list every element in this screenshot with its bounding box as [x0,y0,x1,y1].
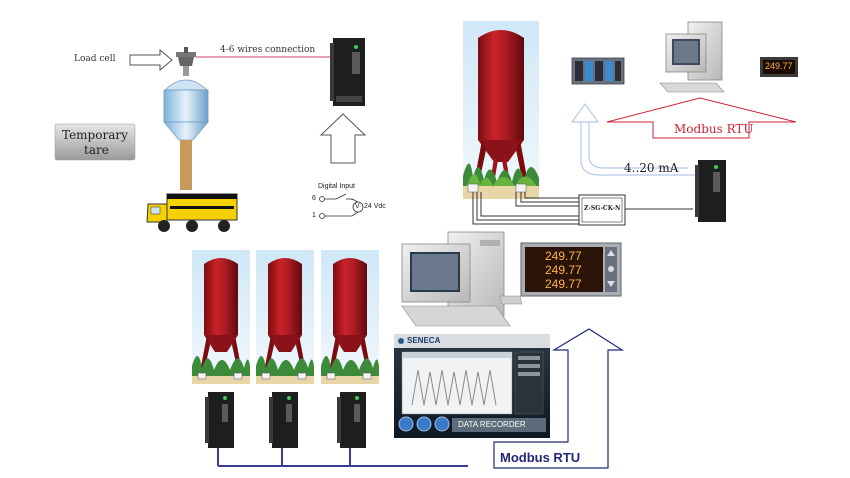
modbus-bus-line [217,448,468,467]
converter-label: Z-SG-CK-N [584,205,621,212]
din-transmitter-top [330,38,365,106]
din-transmitter-3 [337,392,366,448]
ma-signal-arrow [570,102,695,176]
digital-input-label: Digital Input [318,183,355,190]
pin-bottom-label: 1 [312,212,316,219]
ma-label: 4..20 mA [624,161,679,175]
v-symbol-label: V [355,203,360,210]
modbus-bottom-arrow [493,328,625,469]
converter-box [578,194,626,226]
hopper [163,66,209,190]
silo-2 [256,250,314,384]
software-screenshot [394,334,550,438]
plc-rack [571,57,625,85]
wires-label: 4-6 wires connection [220,45,316,55]
software-brand: SENECA [407,336,441,345]
din-transmitter-1 [205,392,234,448]
pc-main [401,231,523,327]
din-transmitter-2 [269,392,298,448]
software-footer: DATA RECORDER [458,420,526,429]
digital-input-arrow [319,113,367,164]
small-display [760,57,798,77]
load-cell-arrow [129,48,173,72]
silo-3 [321,250,379,384]
load-cell-label: Load cell [74,54,116,64]
main-silo [463,21,539,199]
tare-label-line2: tare [84,143,109,157]
pin-top-label: 6 [312,195,316,202]
small-display-value: 249.77 [765,61,793,71]
modbus-bottom-label: Modbus RTU [500,450,581,465]
din-transmitter-right [695,160,726,222]
truck [146,193,238,232]
silo-1 [192,250,250,384]
digital-input-circuit [319,193,364,219]
load-cell [176,47,196,66]
pc-top [659,21,725,93]
tare-box [54,123,136,161]
panel-value-2: 249.77 [545,263,582,277]
panel-value-3: 249.77 [545,277,582,291]
voltage-label: 24 Vdc [364,203,386,210]
panel-value-1: 249.77 [545,249,582,263]
modbus-top-arrow [606,97,797,139]
silo-wiring [472,192,693,225]
panel-display [520,242,622,297]
tare-label-line1: Temporary [62,128,128,142]
modbus-top-label: Modbus RTU [674,122,754,136]
